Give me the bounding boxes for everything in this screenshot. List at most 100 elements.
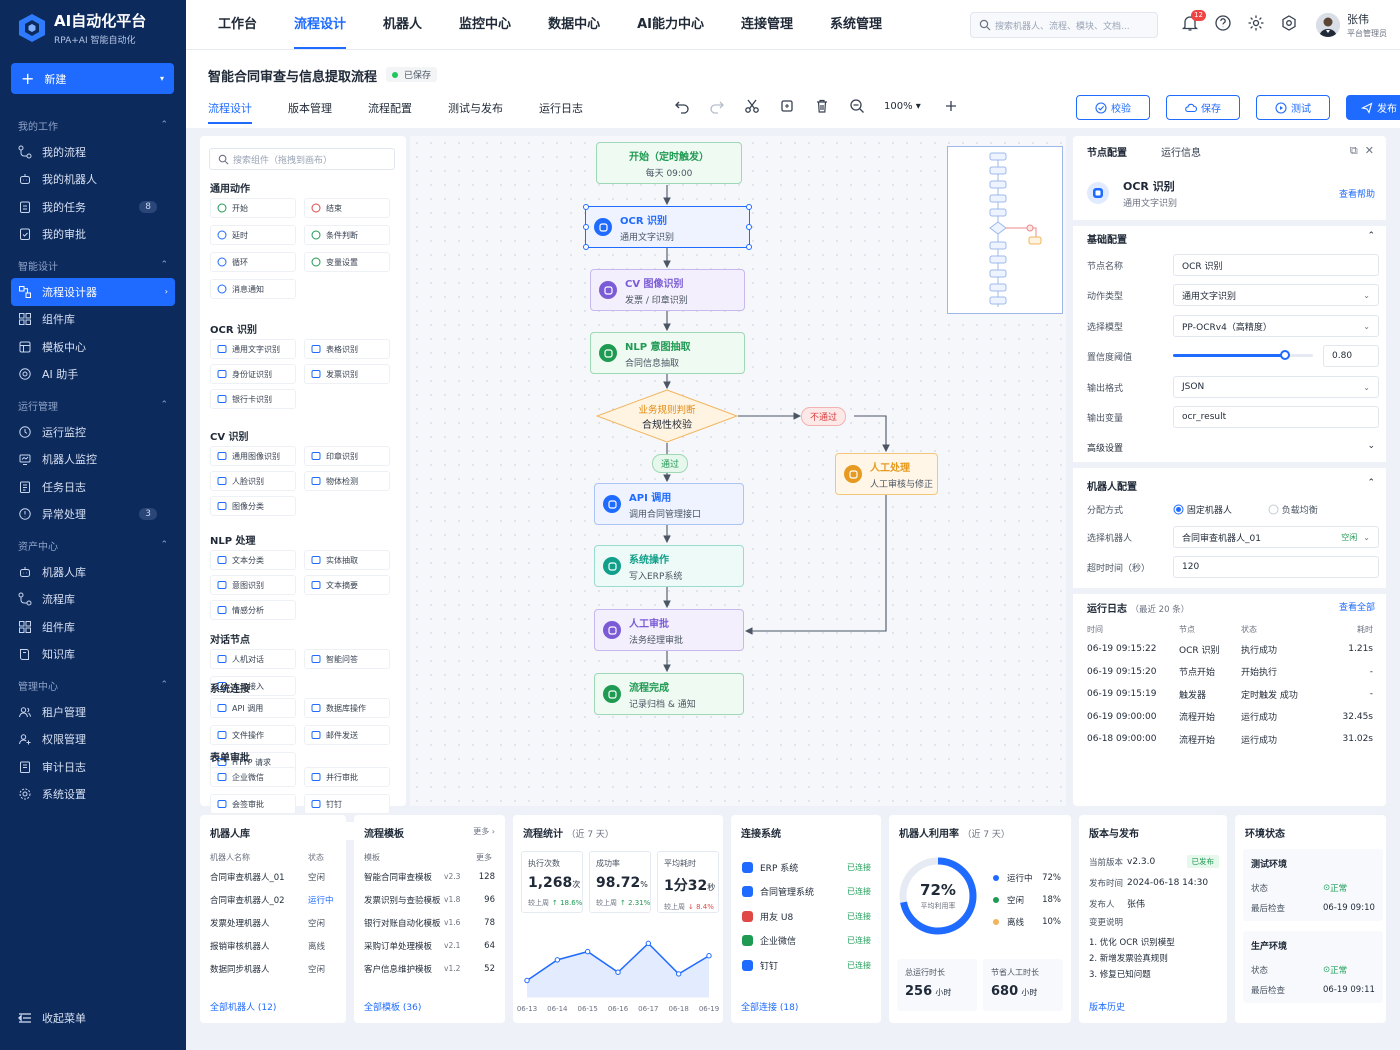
all-templates-link[interactable]: 全部模板 (36) — [364, 1003, 422, 1013]
sidebar-item[interactable]: 任务日志 — [0, 473, 175, 501]
palette-item[interactable]: 文本分类 — [210, 550, 296, 570]
flow-node[interactable]: 流程完成记录归档 & 通知 — [594, 673, 744, 715]
pin-icon[interactable]: ⧉ — [1349, 144, 1358, 157]
palette-item[interactable]: 印章识别 — [304, 446, 390, 466]
top-nav-tab[interactable]: AI能力中心 — [637, 17, 704, 32]
connection-row[interactable]: 合同管理系统已连接 — [741, 880, 871, 905]
config-select[interactable]: PP-OCRv4（高精度）⌄ — [1173, 315, 1379, 337]
palette-item[interactable]: 结束 — [304, 198, 390, 218]
zoom-out-icon[interactable] — [849, 98, 865, 114]
robot-row[interactable]: 发票处理机器人空闲 — [210, 911, 336, 934]
top-nav-tab[interactable]: 工作台 — [218, 17, 258, 32]
cut-icon[interactable] — [744, 98, 760, 114]
slider-thumb[interactable] — [1280, 350, 1290, 360]
basic-config-header[interactable]: 基础配置⌃ — [1087, 231, 1375, 246]
delete-icon[interactable] — [814, 98, 830, 114]
sub-tab[interactable]: 测试与发布 — [448, 102, 503, 115]
sidebar-item[interactable]: 流程设计器› — [11, 278, 175, 306]
sidebar-group-header[interactable]: 管理中心⌃ — [0, 672, 186, 698]
tab-run-info[interactable]: 运行信息 — [1161, 148, 1201, 159]
zoom-in-icon[interactable] — [943, 98, 959, 114]
resize-handle[interactable] — [583, 244, 589, 250]
flow-node[interactable]: 人工审批法务经理审批 — [594, 609, 744, 651]
sidebar-item[interactable]: 模板中心 — [0, 333, 175, 361]
radio-fixed-robot[interactable]: 固定机器人 — [1173, 503, 1232, 516]
config-select[interactable]: JSON⌄ — [1173, 376, 1379, 398]
sidebar-item[interactable]: 我的审批 — [0, 221, 175, 249]
flow-node[interactable]: API 调用调用合同管理接口 — [594, 483, 744, 525]
confidence-slider[interactable] — [1173, 345, 1313, 367]
connection-row[interactable]: 企业微信已连接 — [741, 929, 871, 954]
validate-button[interactable]: 校验 — [1076, 95, 1150, 120]
palette-item[interactable]: 消息通知 — [210, 279, 296, 299]
collapse-menu-button[interactable]: 收起菜单 — [18, 1010, 86, 1026]
palette-item[interactable]: 人机对话 — [210, 649, 296, 669]
palette-item[interactable]: 条件判断 — [304, 225, 390, 245]
flow-node[interactable]: 人工处理人工审核与修正 — [835, 453, 938, 495]
palette-item[interactable]: 银行卡识别 — [210, 389, 296, 409]
top-nav-tab[interactable]: 监控中心 — [459, 17, 512, 32]
palette-item[interactable]: API 调用 — [210, 698, 296, 718]
zoom-level-select[interactable]: 100% ▾ — [884, 101, 921, 112]
connection-row[interactable]: 钉钉已连接 — [741, 953, 871, 978]
timeout-input[interactable]: 120 — [1173, 556, 1379, 578]
global-search-input[interactable]: 搜索机器人、流程、模块、文档... — [970, 12, 1158, 38]
sub-tab[interactable]: 运行日志 — [539, 102, 583, 115]
robot-row[interactable]: 报销审核机器人离线 — [210, 934, 336, 957]
copy-icon[interactable] — [779, 98, 795, 114]
top-nav-tab[interactable]: 流程设计 — [294, 0, 347, 50]
radio-load-balance[interactable]: 负载均衡 — [1268, 503, 1318, 516]
palette-item[interactable]: 图像分类 — [210, 496, 296, 516]
all-connections-link[interactable]: 全部连接 (18) — [741, 1003, 799, 1013]
connection-row[interactable]: ERP 系统已连接 — [741, 855, 871, 880]
palette-item[interactable]: 文件操作 — [210, 725, 296, 745]
palette-item[interactable]: 循环 — [210, 252, 296, 272]
resize-handle[interactable] — [746, 244, 752, 250]
palette-item[interactable]: 变量设置 — [304, 252, 390, 272]
sidebar-item[interactable]: 系统设置 — [0, 781, 175, 809]
palette-item[interactable]: 通用图像识别 — [210, 446, 296, 466]
palette-item[interactable]: 企业微信 — [210, 767, 296, 787]
palette-item[interactable]: 智能问答 — [304, 649, 390, 669]
help-button[interactable] — [1214, 14, 1232, 32]
palette-item[interactable]: 人脸识别 — [210, 471, 296, 491]
palette-item[interactable]: 物体检测 — [304, 471, 390, 491]
resize-handle[interactable] — [583, 204, 589, 210]
palette-item[interactable]: 并行审批 — [304, 767, 390, 787]
sub-tab[interactable]: 流程配置 — [368, 102, 412, 115]
resize-handle[interactable] — [583, 224, 589, 230]
new-button[interactable]: + 新建 ▾ — [11, 63, 174, 94]
sidebar-group-header[interactable]: 智能设计⌃ — [0, 252, 186, 278]
flow-node[interactable]: NLP 意图抽取合同信息抽取 — [590, 332, 745, 374]
undo-icon[interactable] — [674, 98, 690, 114]
sidebar-item[interactable]: 审计日志 — [0, 753, 175, 781]
palette-item[interactable]: 延时 — [210, 225, 296, 245]
sub-tab[interactable]: 流程设计 — [208, 100, 252, 124]
palette-item[interactable]: 开始 — [210, 198, 296, 218]
palette-item[interactable]: 文本摘要 — [304, 575, 390, 595]
palette-item[interactable]: 通用文字识别 — [210, 339, 296, 359]
sidebar-item[interactable]: 运行监控 — [0, 418, 175, 446]
resize-handle[interactable] — [746, 224, 752, 230]
top-nav-tab[interactable]: 系统管理 — [830, 17, 883, 32]
sub-tab[interactable]: 版本管理 — [288, 102, 332, 115]
palette-item[interactable]: 人工接入 — [210, 676, 296, 696]
palette-item[interactable]: 身份证识别 — [210, 364, 296, 384]
sidebar-item[interactable]: 权限管理 — [0, 726, 175, 754]
robot-row[interactable]: 数据同步机器人空闲 — [210, 957, 336, 980]
sidebar-item[interactable]: 租户管理 — [0, 698, 175, 726]
resize-handle[interactable] — [746, 204, 752, 210]
flow-node[interactable]: 系统操作写入ERP系统 — [594, 545, 744, 587]
palette-item[interactable]: 钉钉 — [304, 794, 390, 814]
tab-node-config[interactable]: 节点配置 — [1087, 148, 1127, 159]
top-nav-tab[interactable]: 数据中心 — [548, 17, 601, 32]
